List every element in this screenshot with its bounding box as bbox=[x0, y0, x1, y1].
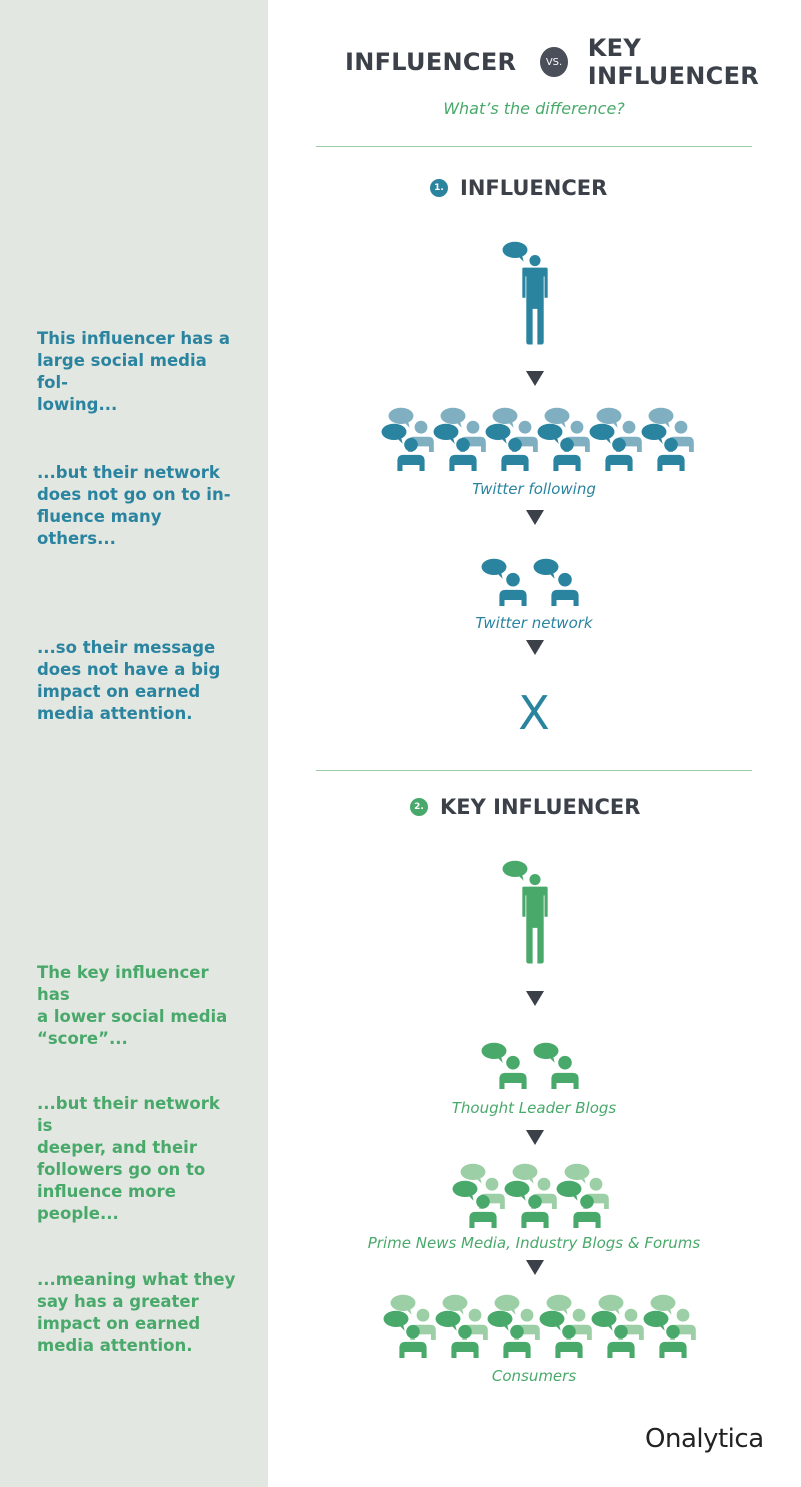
caption-twitter-following: Twitter following bbox=[472, 480, 596, 498]
arrow-down-icon bbox=[526, 1130, 544, 1145]
twitter-network-icon bbox=[481, 558, 579, 606]
twitter-following-crowd-icon bbox=[381, 407, 694, 471]
influencer-note-1: This influencer has a large social media… bbox=[37, 329, 230, 414]
title-influencer: INFLUENCER bbox=[345, 48, 517, 76]
speech-bubble-icon bbox=[502, 241, 528, 262]
section-influencer-heading: 1. INFLUENCER bbox=[430, 176, 607, 200]
key-influencer-note-2: ...but their network is deeper, and thei… bbox=[37, 1094, 220, 1223]
consumers-crowd-icon bbox=[383, 1294, 696, 1358]
onalytica-logo: Onalytica bbox=[645, 1424, 764, 1454]
caption-consumers: Consumers bbox=[491, 1367, 577, 1385]
influencer-note-2: ...but their network does not go on to i… bbox=[37, 463, 231, 548]
section-title: KEY INFLUENCER bbox=[440, 795, 641, 819]
arrow-down-icon bbox=[526, 510, 544, 525]
arrow-down-icon bbox=[526, 991, 544, 1006]
arrow-down-icon bbox=[526, 1260, 544, 1275]
arrow-down-icon bbox=[526, 371, 544, 386]
key-influencer-note-3: ...meaning what they say has a greater i… bbox=[37, 1270, 236, 1355]
person-standing-icon bbox=[522, 255, 548, 345]
influencer-note-3: ...so their message does not have a big … bbox=[37, 638, 221, 723]
title-key-influencer: KEY INFLUENCER bbox=[587, 34, 760, 90]
section-key-influencer-heading: 2. KEY INFLUENCER bbox=[410, 795, 640, 819]
person-standing-icon bbox=[522, 874, 548, 964]
section-title: INFLUENCER bbox=[460, 176, 608, 200]
caption-twitter-network: Twitter network bbox=[475, 614, 593, 632]
prime-news-media-crowd-icon bbox=[452, 1163, 609, 1228]
no-impact-x-mark: X bbox=[518, 686, 550, 740]
divider-middle bbox=[316, 770, 752, 771]
divider-top bbox=[316, 146, 752, 147]
section-number-badge: 2. bbox=[410, 798, 428, 816]
sidebar-panel: This influencer has a large social media… bbox=[0, 0, 268, 1487]
thought-leader-blogs-icon bbox=[481, 1042, 579, 1089]
page-subtitle: What’s the difference? bbox=[443, 99, 625, 118]
speech-bubble-icon bbox=[502, 860, 528, 881]
arrow-down-icon bbox=[526, 640, 544, 655]
caption-thought-leader-blogs: Thought Leader Blogs bbox=[451, 1099, 617, 1117]
caption-prime-news-media: Prime News Media, Industry Blogs & Forum… bbox=[367, 1234, 701, 1252]
section-number-badge: 1. bbox=[430, 179, 448, 197]
vs-badge: VS. bbox=[540, 47, 568, 77]
page-title: INFLUENCER VS. KEY INFLUENCER bbox=[345, 34, 801, 90]
key-influencer-note-1: The key influencer has a lower social me… bbox=[37, 963, 228, 1048]
